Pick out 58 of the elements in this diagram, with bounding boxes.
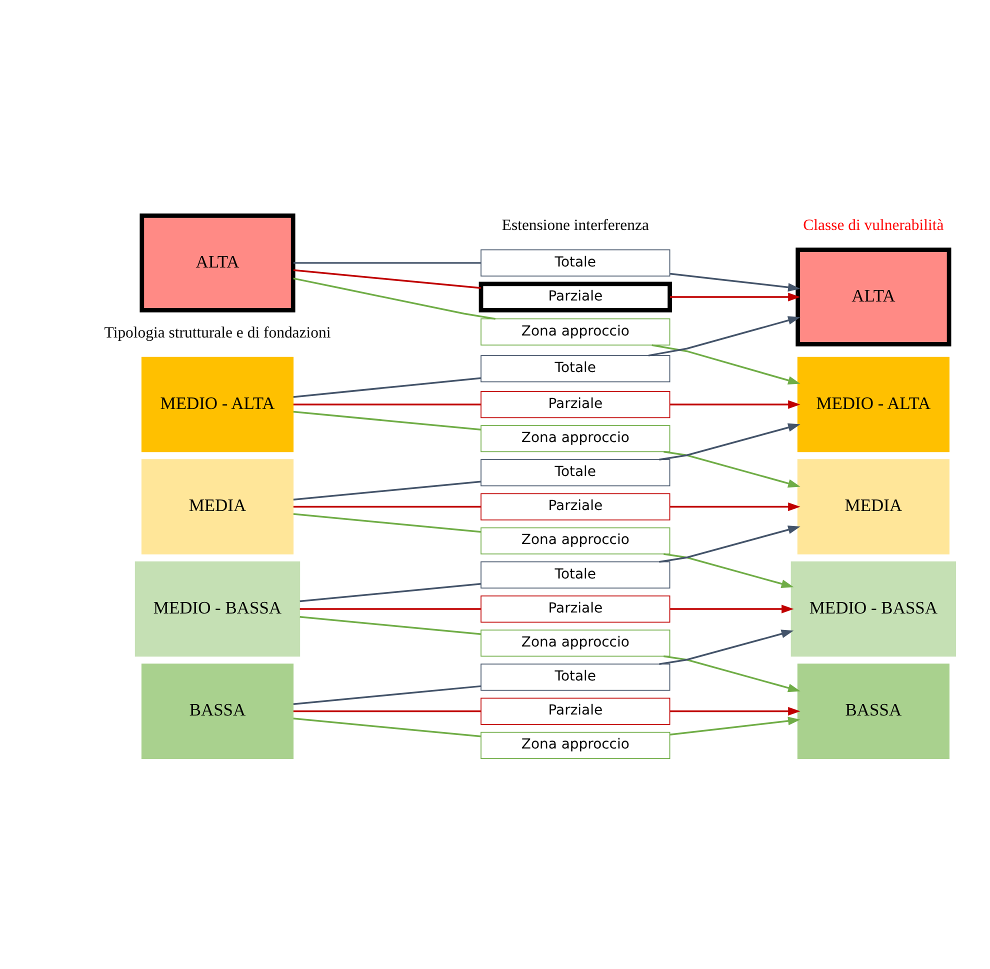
node-box: BASSA <box>797 664 950 759</box>
node-box: MEDIA <box>141 459 294 554</box>
node-box: Totale <box>480 355 670 382</box>
connector <box>293 410 481 431</box>
node-box: ALTA <box>140 214 296 312</box>
node-box: Zona approccio <box>480 425 670 452</box>
arrow <box>664 655 800 692</box>
node-box: Zona approccio <box>480 630 670 657</box>
node-box: Zona approccio <box>480 527 670 554</box>
connector <box>300 616 481 636</box>
arrow <box>659 423 800 460</box>
arrow <box>670 604 794 614</box>
node-box: Totale <box>480 249 670 276</box>
node-box: MEDIA <box>797 459 950 554</box>
connector <box>293 404 481 406</box>
connector <box>293 506 481 508</box>
connector <box>293 377 481 398</box>
arrow <box>664 553 794 588</box>
arrow <box>670 400 800 409</box>
node-box: MEDIO - ALTA <box>797 356 950 452</box>
arrow <box>648 316 800 356</box>
label: Estensione interferenza <box>502 217 649 234</box>
node-box: Parziale <box>480 493 670 520</box>
node-box: Parziale <box>480 390 670 418</box>
arrow <box>670 292 800 302</box>
label: Tipologia strutturale e di fondazioni <box>104 324 331 342</box>
node-box: Zona approccio <box>480 732 670 759</box>
node-box: Parziale <box>480 596 670 623</box>
connector <box>293 480 481 500</box>
arrow <box>659 630 794 665</box>
connector <box>293 718 481 738</box>
connector <box>293 269 481 289</box>
arrow <box>652 344 800 385</box>
connector <box>293 685 481 705</box>
node-box: MEDIO - BASSA <box>134 561 300 657</box>
label: Classe di vulnerabilità <box>803 217 944 234</box>
arrow <box>664 450 800 488</box>
arrow <box>670 716 800 736</box>
node-box: Totale <box>480 459 670 486</box>
connector <box>300 608 481 610</box>
arrow <box>670 502 800 512</box>
node-box: Parziale <box>478 282 672 312</box>
connector <box>293 513 481 533</box>
connector <box>293 278 496 320</box>
connector <box>293 262 481 264</box>
connector <box>300 583 481 602</box>
arrow <box>659 526 800 563</box>
node-box: BASSA <box>141 664 294 759</box>
node-box: Zona approccio <box>480 318 670 346</box>
node-box: MEDIO - BASSA <box>790 561 956 657</box>
arrow <box>670 272 800 292</box>
node-box: Parziale <box>480 698 670 725</box>
connector <box>293 710 481 712</box>
arrow <box>670 707 800 716</box>
node-box: ALTA <box>796 248 952 346</box>
node-box: Totale <box>480 664 670 691</box>
node-box: MEDIO - ALTA <box>141 356 294 452</box>
node-box: Totale <box>480 561 670 588</box>
